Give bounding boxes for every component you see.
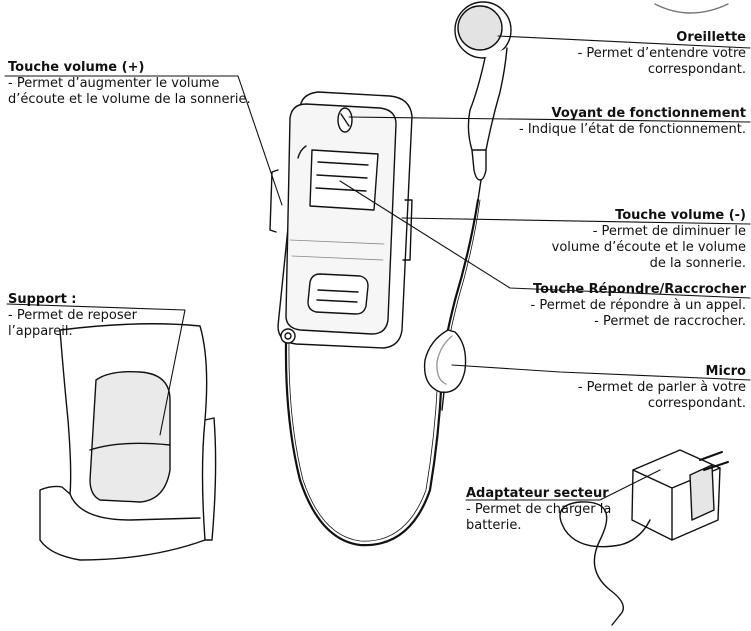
label-oreillette: Oreillette - Permet d’entendre votre cor… <box>555 30 746 78</box>
phone-body <box>269 91 413 349</box>
volume-plus-desc: - Permet d’augmenter le volume d’écoute … <box>8 76 251 107</box>
label-touche-volume-minus: Touche volume (-) - Permet de diminuer l… <box>548 208 746 272</box>
adaptateur-title: Adaptateur secteur <box>466 486 609 501</box>
support-desc: - Permet de reposer l’appareil. <box>8 308 137 339</box>
oreillette-title: Oreillette <box>676 30 746 45</box>
oreillette-desc: - Permet d’entendre votre correspondant. <box>577 46 746 77</box>
repondre-title: Touche Répondre/Raccrocher <box>533 282 746 297</box>
label-adaptateur: Adaptateur secteur - Permet de charger l… <box>466 486 616 534</box>
support-title: Support : <box>8 292 77 307</box>
volume-minus-desc: - Permet de diminuer le volume d’écoute … <box>551 224 746 271</box>
volume-minus-title: Touche volume (-) <box>615 208 746 223</box>
label-support: Support : - Permet de reposer l’appareil… <box>8 292 148 340</box>
label-micro: Micro - Permet de parler à votre corresp… <box>560 364 746 412</box>
repondre-desc-1: - Permet de répondre à un appel. <box>530 298 746 313</box>
earpiece-cord <box>446 198 480 332</box>
volume-plus-title: Touche volume (+) <box>8 60 145 75</box>
label-touche-volume-plus: Touche volume (+) - Permet d’augmenter l… <box>8 60 260 108</box>
device-cord <box>284 341 444 547</box>
adaptateur-desc: - Permet de charger la batterie. <box>466 502 612 533</box>
micro <box>423 329 467 411</box>
corner-decoration <box>654 3 729 14</box>
repondre-desc-2: - Permet de raccrocher. <box>594 314 746 329</box>
voyant-desc: - Indique l’état de fonctionnement. <box>519 122 746 137</box>
power-adapter <box>559 449 729 626</box>
stand <box>39 323 217 561</box>
voyant-title: Voyant de fonctionnement <box>551 106 746 121</box>
micro-title: Micro <box>705 364 746 379</box>
micro-desc: - Permet de parler à votre correspondant… <box>577 380 746 411</box>
leader-lines <box>4 35 751 501</box>
label-voyant: Voyant de fonctionnement - Indique l’éta… <box>480 106 746 138</box>
earpiece <box>454 1 512 201</box>
label-touche-repondre: Touche Répondre/Raccrocher - Permet de r… <box>500 282 746 330</box>
